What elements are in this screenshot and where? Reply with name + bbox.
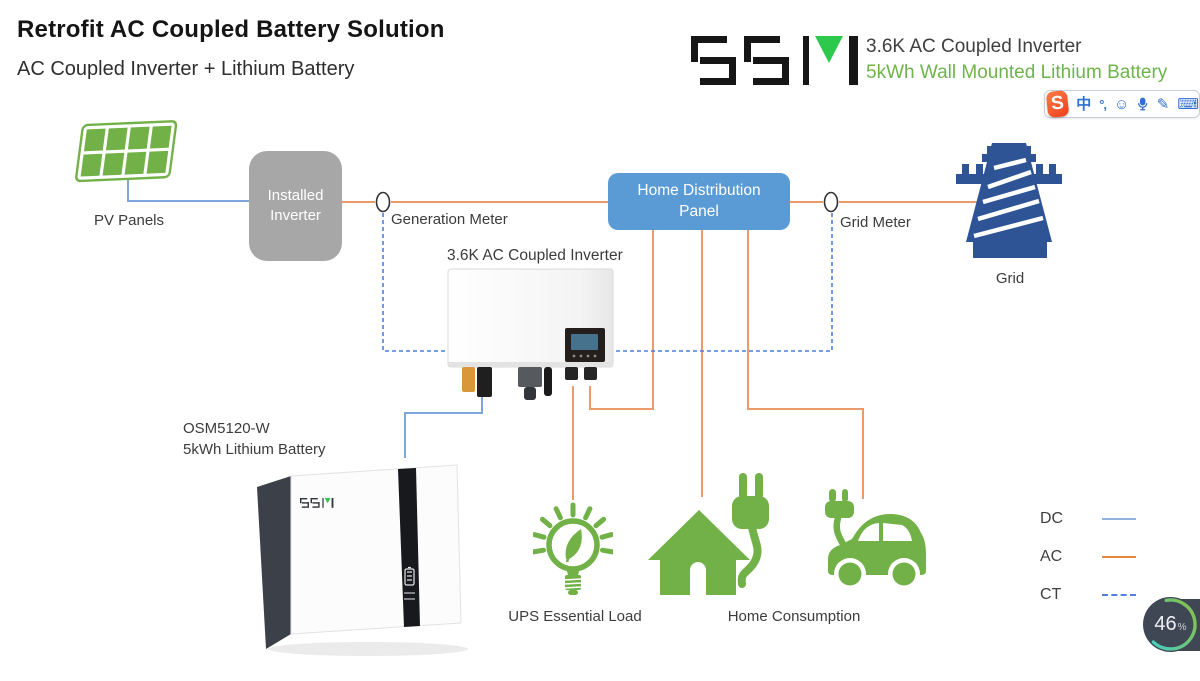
wire-hdp-to-ev	[747, 230, 864, 499]
zoom-value: 46	[1154, 613, 1177, 635]
logo-letter-s2	[744, 36, 789, 85]
product-line-inverter: 3.6K AC Coupled Inverter	[866, 36, 1082, 57]
legend-ct-label: CT	[1040, 586, 1062, 603]
logo-letter-m-triangle	[815, 36, 843, 63]
home-consumption-label: Home Consumption	[727, 608, 861, 625]
legend-dc-line	[1102, 518, 1136, 520]
battery-brand-logo	[300, 498, 334, 508]
wire-pv-to-installed-inverter	[127, 178, 249, 202]
coupled-inverter-caption: 3.6K AC Coupled Inverter	[447, 247, 623, 264]
hdp-line2: Panel	[679, 202, 719, 220]
legend: DC AC CT	[1040, 508, 1136, 606]
page-title: Retrofit AC Coupled Battery Solution	[17, 16, 445, 43]
legend-row-ac: AC	[1040, 546, 1136, 568]
ev-charging-icon	[825, 489, 926, 589]
battery-stripe	[398, 468, 420, 627]
pv-panels-label: PV Panels	[93, 212, 165, 229]
battery-model: OSM5120-W	[183, 420, 270, 437]
brand-logo	[691, 36, 858, 85]
inverter-display	[565, 328, 605, 362]
wire-hdp-to-coupled-inverter	[589, 230, 654, 410]
battery-caption: OSM5120-W 5kWh Lithium Battery	[183, 418, 326, 460]
inverter-connectors	[462, 367, 597, 400]
coupled-inverter-device	[447, 268, 614, 400]
handwriting-pencil-icon[interactable]: ✎	[1156, 95, 1170, 113]
legend-ac-line	[1102, 556, 1136, 558]
pv-panels-icon	[75, 120, 178, 183]
grid-tower-icon	[956, 143, 1062, 258]
logo-letter-m-left	[803, 36, 809, 85]
emoji-icon[interactable]: ☺	[1114, 95, 1130, 113]
home-distribution-panel-box: Home Distribution Panel	[608, 173, 790, 230]
battery-side-panel	[257, 476, 291, 649]
wire-battery-to-inverter	[404, 396, 483, 458]
battery-level-indicator	[404, 566, 415, 600]
legend-ct-line	[1102, 594, 1136, 596]
zoom-level-badge[interactable]: 46 %	[1141, 595, 1200, 655]
keyboard-icon[interactable]: ⌨	[1177, 95, 1199, 113]
punctuation-mode-icon[interactable]: °,	[1099, 96, 1107, 112]
generation-meter-symbol	[375, 191, 391, 213]
home-consumption-icon	[648, 473, 769, 595]
legend-ac-label: AC	[1040, 548, 1063, 565]
installed-inverter-box: Installed Inverter	[249, 151, 342, 261]
installed-inverter-line2: Inverter	[270, 207, 321, 224]
zoom-progress-arc	[1144, 598, 1197, 651]
logo-letter-s1	[691, 36, 736, 85]
installed-inverter-line1: Installed	[267, 186, 324, 204]
legend-dc-label: DC	[1040, 510, 1064, 527]
battery-device	[257, 464, 468, 656]
hdp-line1: Home Distribution	[637, 182, 761, 200]
logo-letter-m-right	[849, 36, 858, 85]
microphone-icon[interactable]	[1137, 96, 1148, 112]
battery-front-panel	[290, 464, 462, 635]
grid-meter-label: Grid Meter	[840, 214, 911, 231]
ac-wires	[342, 201, 983, 500]
legend-row-ct: CT	[1040, 584, 1136, 606]
dc-wires	[127, 178, 483, 458]
page-subtitle: AC Coupled Inverter + Lithium Battery	[17, 58, 355, 80]
ups-load-icon	[533, 502, 613, 595]
ups-load-label: UPS Essential Load	[508, 608, 642, 625]
chinese-mode-icon[interactable]: 中	[1076, 95, 1092, 113]
ime-toolbar[interactable]: S 中 °, ☺ ✎ ⌨	[1044, 89, 1200, 119]
legend-row-dc: DC	[1040, 508, 1136, 530]
grid-meter-symbol	[823, 191, 839, 213]
generation-meter-label: Generation Meter	[391, 211, 508, 228]
product-line-battery: 5kWh Wall Mounted Lithium Battery	[866, 62, 1168, 83]
zoom-unit: %	[1177, 622, 1187, 633]
battery-capacity: 5kWh Lithium Battery	[183, 441, 326, 458]
grid-label: Grid	[995, 270, 1025, 287]
